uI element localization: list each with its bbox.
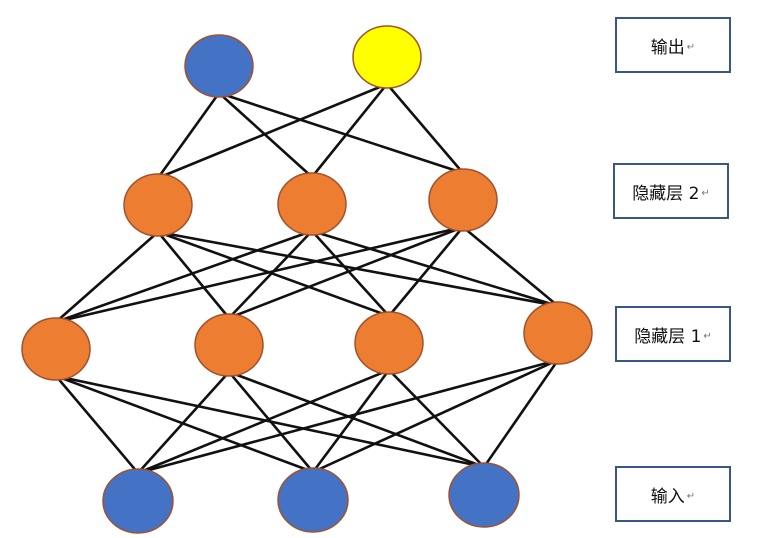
- hidden-layer-1-label-text: 隐藏层 1: [634, 326, 702, 347]
- hidden1-to-input-edge: [482, 358, 560, 469]
- hidden1-node: [354, 311, 424, 375]
- input-node: [448, 462, 520, 528]
- output-node: [352, 25, 422, 89]
- hidden-layer-2-label-text: 隐藏层 2: [632, 183, 700, 204]
- hidden1-node: [21, 317, 91, 381]
- hidden1-node: [194, 313, 264, 377]
- output-node: [184, 34, 254, 98]
- hidden1-to-input-edge: [136, 368, 391, 475]
- hidden1-to-input-edge: [311, 358, 560, 474]
- hidden2-to-hidden1-edge: [387, 225, 465, 318]
- input-node: [277, 467, 349, 533]
- input-layer-label: 输入↵: [615, 466, 731, 522]
- output-to-hidden2-edge: [385, 82, 465, 175]
- connections: [54, 82, 560, 475]
- neurons: [21, 25, 593, 534]
- hidden2-to-hidden1-edge: [54, 225, 465, 324]
- hidden2-to-hidden1-edge: [310, 229, 560, 308]
- output-layer-label-text: 输出: [650, 37, 685, 58]
- output-to-hidden2-edge: [156, 82, 389, 180]
- hidden1-to-input-edge: [227, 370, 315, 474]
- output-to-hidden2-edge: [156, 91, 221, 180]
- return-mark-icon: ↵: [701, 187, 710, 199]
- return-mark-icon: ↵: [686, 41, 696, 53]
- hidden2-to-hidden1-edge: [156, 230, 231, 320]
- output-to-hidden2-edge: [310, 82, 389, 179]
- hidden1-to-input-edge: [136, 370, 231, 475]
- input-node: [102, 468, 174, 534]
- hidden2-to-hidden1-edge: [227, 229, 314, 320]
- hidden2-to-hidden1-edge: [461, 225, 560, 308]
- hidden2-to-hidden1-edge: [54, 230, 160, 324]
- input-layer-label-text: 输入: [650, 486, 685, 507]
- hidden2-node: [123, 173, 193, 237]
- hidden2-node: [277, 172, 347, 236]
- hidden1-to-input-edge: [54, 374, 315, 474]
- hidden-layer-2-label: 隐藏层 2↵: [613, 163, 729, 219]
- hidden2-to-hidden1-edge: [310, 229, 391, 318]
- return-mark-icon: ↵: [686, 490, 696, 502]
- return-mark-icon: ↵: [703, 330, 712, 342]
- hidden1-to-input-edge: [387, 368, 486, 469]
- hidden2-node: [428, 168, 498, 232]
- hidden2-to-hidden1-edge: [54, 229, 314, 324]
- hidden-layer-1-label: 隐藏层 1↵: [615, 306, 731, 362]
- output-layer-label: 输出↵: [615, 17, 731, 73]
- hidden1-to-input-edge: [54, 374, 140, 475]
- hidden2-to-hidden1-edge: [156, 230, 391, 318]
- hidden1-node: [523, 301, 593, 365]
- hidden2-to-hidden1-edge: [227, 225, 465, 320]
- hidden1-to-input-edge: [311, 368, 391, 474]
- output-to-hidden2-edge: [217, 91, 465, 175]
- hidden1-to-input-edge: [136, 358, 560, 475]
- hidden1-to-input-edge: [227, 370, 486, 469]
